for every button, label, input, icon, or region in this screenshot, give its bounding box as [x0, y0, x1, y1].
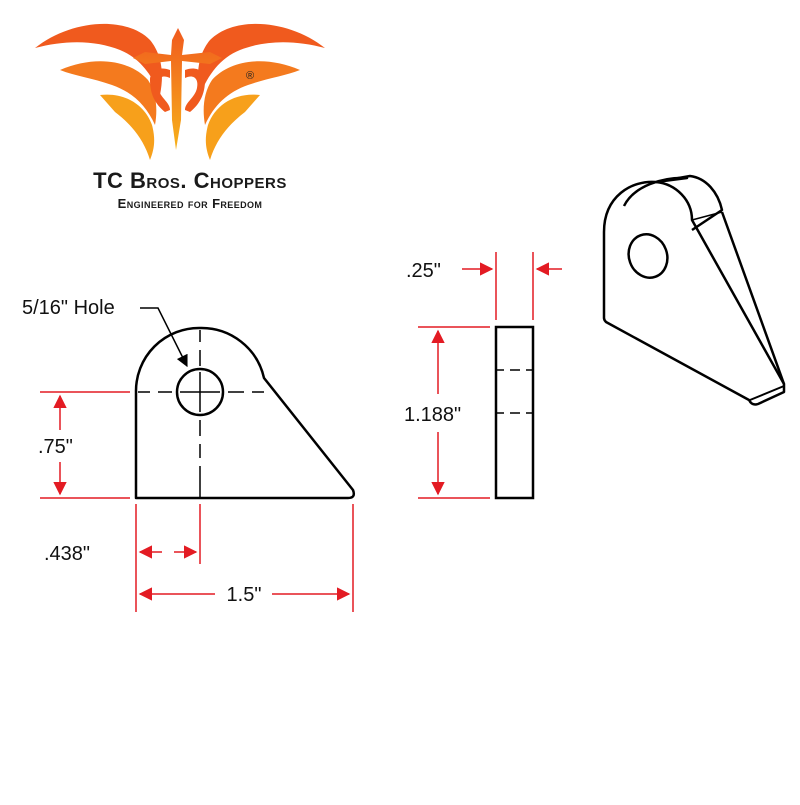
- width-dimension: [138, 504, 354, 612]
- registered-mark: ®: [246, 70, 254, 82]
- hole-circle: [175, 367, 225, 417]
- hole-leader-line: [140, 307, 188, 368]
- front-view-tab: [134, 326, 356, 500]
- thickness-label: .25": [406, 260, 441, 282]
- width-label: 1.5": [227, 584, 262, 606]
- brand-logo-icon: [35, 23, 325, 160]
- hole-offset-label: .438": [44, 543, 90, 565]
- height-dimension: [418, 326, 490, 499]
- thickness-dimension: [462, 252, 562, 320]
- height-to-hole-dimension: [40, 391, 130, 499]
- side-view-tab: [494, 325, 535, 500]
- isometric-view-tab: [602, 174, 786, 406]
- brand-tagline: Engineered for Freedom: [117, 196, 263, 211]
- hole-centerlines: [138, 330, 264, 498]
- height-to-hole-label: .75": [38, 436, 73, 458]
- hole-offset-dimension: [135, 504, 201, 612]
- hole-size-label: 5/16" Hole: [22, 297, 115, 319]
- brand-name: TC Bros. Choppers: [93, 168, 287, 193]
- height-label: 1.188": [404, 404, 461, 426]
